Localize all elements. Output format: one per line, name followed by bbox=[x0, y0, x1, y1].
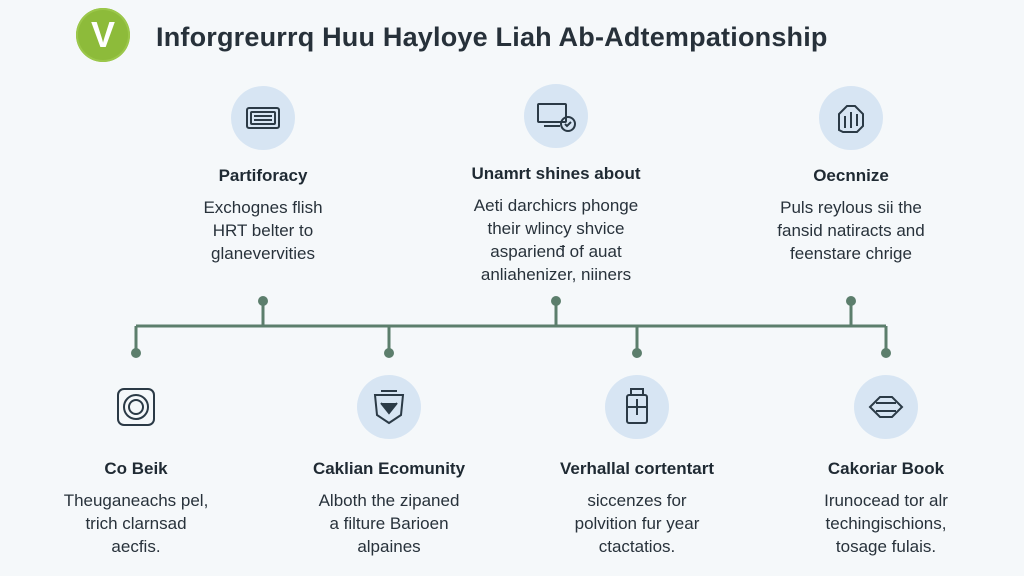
timeline-dot bbox=[846, 296, 856, 306]
keyboard-icon bbox=[231, 86, 295, 150]
timeline-dot bbox=[131, 348, 141, 358]
timeline-dot bbox=[881, 348, 891, 358]
node-title: Verhallal cortentart bbox=[559, 459, 714, 478]
container-icon bbox=[605, 375, 669, 439]
timeline-dot bbox=[632, 348, 642, 358]
node-title: Co Beik bbox=[104, 459, 168, 478]
monitor-icon bbox=[524, 84, 588, 148]
target-icon bbox=[104, 375, 168, 439]
logo-letter: V bbox=[90, 14, 115, 55]
hand-icon bbox=[819, 86, 883, 150]
timeline-dot bbox=[551, 296, 561, 306]
node-title: Oecnnize bbox=[813, 166, 889, 185]
logo: V bbox=[76, 8, 130, 62]
node-title: Partiforacy bbox=[218, 166, 308, 185]
envelope-icon bbox=[854, 375, 918, 439]
page-title: Inforgreurrq Huu Hayloye Liah Ab-Adtempa… bbox=[156, 22, 828, 52]
node-title: Unamrt shines about bbox=[471, 164, 641, 183]
top-node-2: Unamrt shines about Aeti darchicrs phong… bbox=[436, 84, 676, 286]
node-title: Cakoriar Book bbox=[827, 459, 945, 478]
shield-icon bbox=[357, 375, 421, 439]
node-title: Caklian Ecomunity bbox=[312, 459, 466, 478]
timeline-dot bbox=[384, 348, 394, 358]
timeline-dot bbox=[258, 296, 268, 306]
